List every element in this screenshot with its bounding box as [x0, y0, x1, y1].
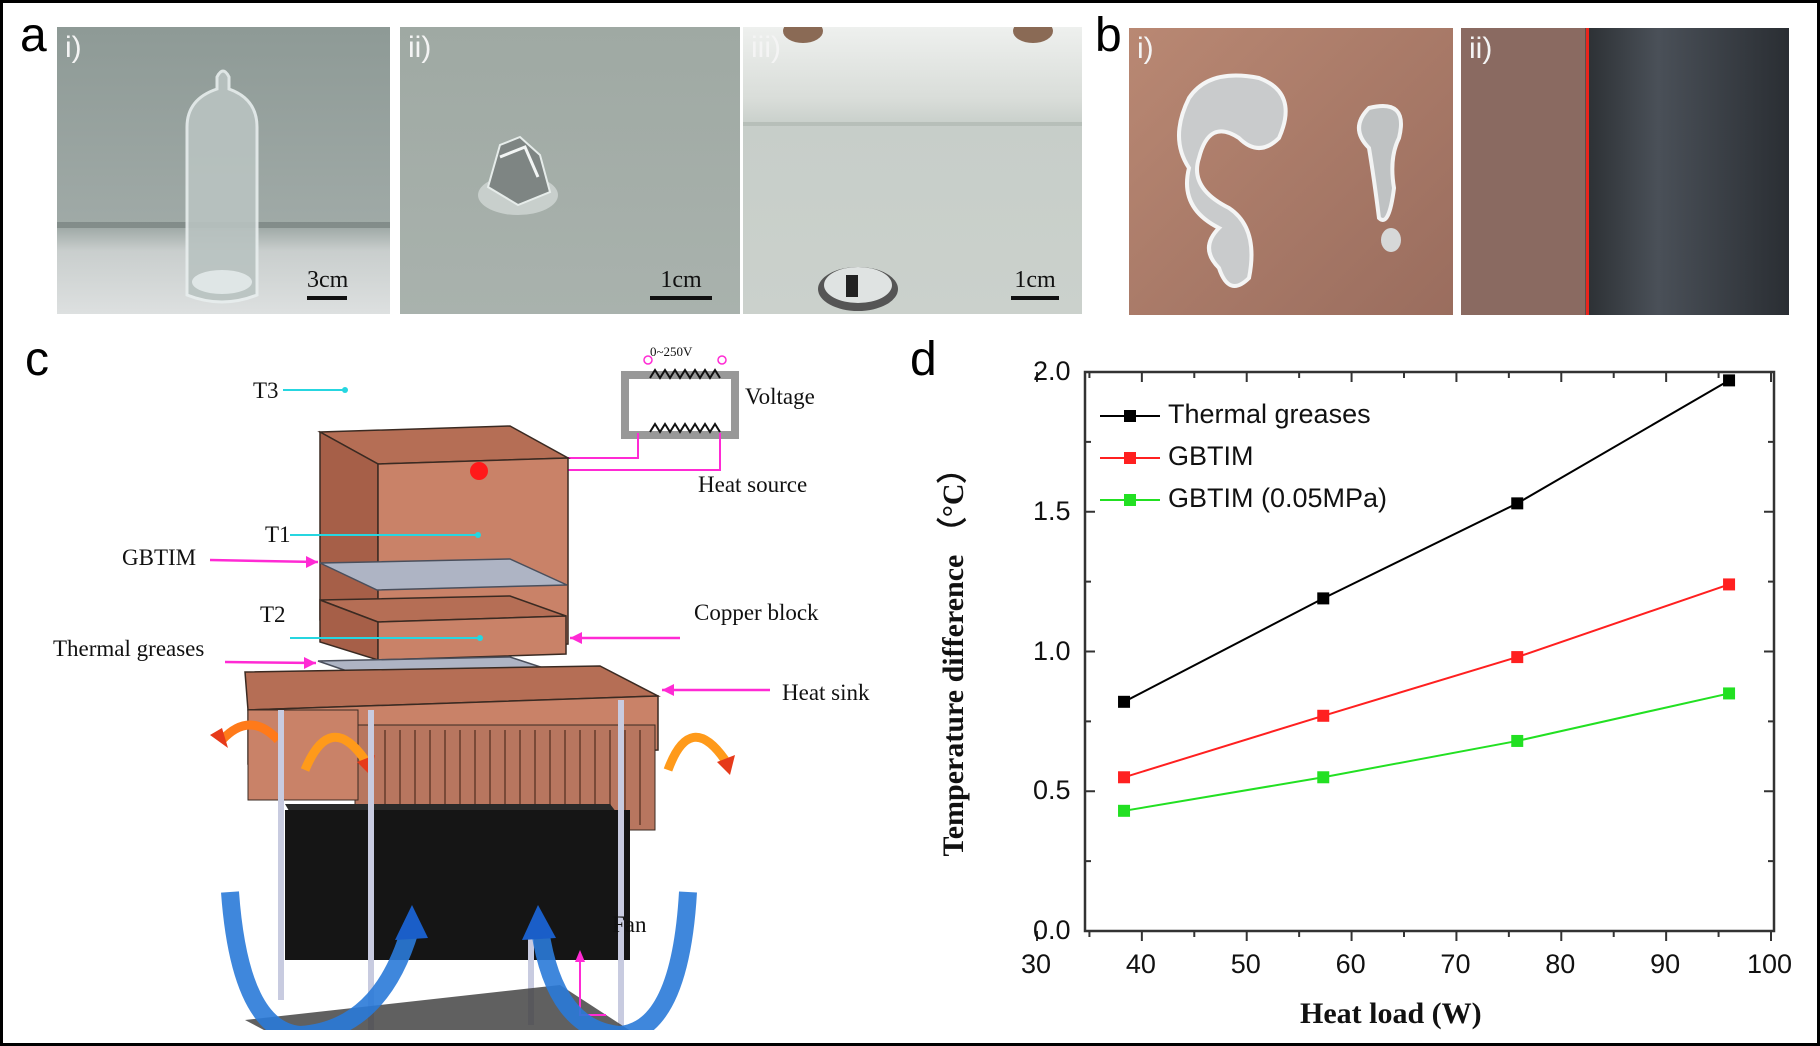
scale-bar: 3cm [307, 267, 349, 300]
x-tick-label: 30 [1021, 949, 1052, 979]
data-point-marker [1511, 651, 1524, 664]
series-line [1123, 583, 1730, 779]
voltage-label: Voltage [745, 384, 815, 409]
scale-bar-label: 3cm [307, 267, 349, 293]
x-tick-label: 70 [1440, 949, 1471, 979]
y-tick-label: 2.0 [1033, 356, 1071, 386]
legend-marker [1124, 494, 1136, 506]
data-point-marker [1118, 804, 1131, 817]
photo-b-ii: ii) [1461, 28, 1789, 315]
legend-item-label: GBTIM [1168, 441, 1254, 471]
legend-marker [1124, 452, 1136, 464]
x-tick-label: 50 [1230, 949, 1261, 979]
t2-label: T2 [260, 602, 286, 627]
copper-block-label: Copper block [694, 600, 819, 625]
data-point-marker [1317, 771, 1330, 784]
thermal-greases-label: Thermal greases [53, 636, 205, 661]
photo-sub-label: i) [65, 31, 82, 64]
x-tick-label: 60 [1335, 949, 1366, 979]
liquid-metal-pattern-illustration [1177, 73, 1403, 288]
legend-item-label: GBTIM (0.05MPa) [1168, 483, 1388, 513]
voltage-range-label: 0~250V [650, 344, 693, 359]
bottle-illustration [57, 69, 390, 304]
scale-bar: 1cm [1011, 267, 1059, 300]
scale-bar-label: 1cm [660, 267, 702, 293]
panel-label-d: d [910, 333, 937, 386]
photo-a-ii: ii) 1cm [400, 27, 740, 314]
y-tick-label: 0.5 [1033, 775, 1071, 806]
data-point-marker [1511, 497, 1524, 510]
experimental-setup-diagram [209, 355, 770, 1030]
data-point-marker [1511, 734, 1524, 747]
series-line [1123, 692, 1730, 812]
panel-label-b: b [1095, 9, 1122, 62]
photo-b-i: i) [1129, 28, 1453, 315]
x-tick-label: 90 [1650, 949, 1681, 979]
y-tick-label: 1.0 [1033, 635, 1071, 666]
data-point-marker [1118, 695, 1131, 708]
photo-a-iii: iii) 1cm [743, 27, 1082, 314]
panel-label-a: a [20, 9, 47, 62]
droplet-in-water-illustration [743, 27, 1082, 311]
y-tick-label: 0.0 [1033, 915, 1071, 945]
metal-droplet-illustration [478, 135, 558, 215]
y-tick-label: 1.5 [1033, 495, 1071, 526]
x-tick-label: 40 [1125, 949, 1156, 979]
data-point-marker [1723, 374, 1736, 387]
x-tick-label: 80 [1545, 949, 1576, 979]
data-point-marker [1723, 578, 1736, 591]
series-line [1123, 379, 1730, 703]
scale-bar-label: 1cm [1014, 267, 1056, 293]
photo-sub-label: i) [1137, 32, 1154, 65]
gbtim-label: GBTIM [122, 545, 197, 570]
photo-sub-label: ii) [1469, 32, 1493, 65]
data-point-marker [1118, 771, 1131, 784]
x-tick-label: 100 [1747, 949, 1793, 979]
panel-label-c: c [25, 333, 49, 386]
x-axis-title: Heat load (W) [1300, 997, 1482, 1030]
photo-sub-label: iii) [751, 31, 781, 64]
photo-sub-label: ii) [408, 31, 432, 64]
heat-source-label: Heat source [698, 472, 808, 497]
data-point-marker [1317, 592, 1330, 605]
red-divider-line [1586, 28, 1589, 315]
scale-bar: 1cm [650, 267, 712, 300]
t1-label: T1 [265, 522, 291, 547]
photo-a-i: i) 3cm [57, 27, 390, 314]
legend-item-label: Thermal greases [1168, 399, 1371, 429]
fan-label: Fan [612, 912, 647, 937]
data-point-marker [1723, 687, 1736, 700]
legend-marker [1124, 410, 1136, 422]
heat-sink-label: Heat sink [782, 680, 870, 705]
t3-label: T3 [253, 378, 279, 403]
data-point-marker [1317, 709, 1330, 722]
